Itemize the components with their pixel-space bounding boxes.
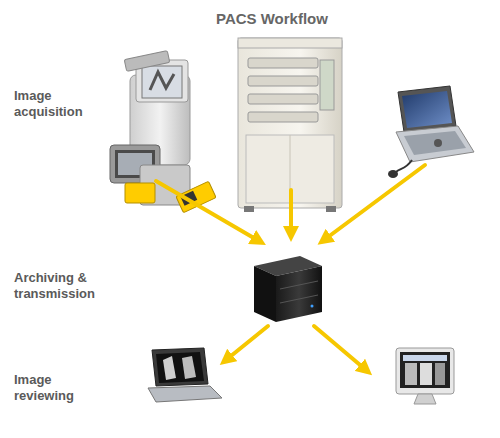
pacs-server-part bbox=[280, 295, 318, 303]
laser-imager-part bbox=[244, 206, 254, 212]
flow-arrows-part bbox=[324, 165, 425, 240]
laser-imager-part bbox=[320, 60, 334, 110]
stage-label: Image acquisition bbox=[14, 88, 106, 121]
review-workstation-part bbox=[400, 352, 450, 388]
stage-label: Archiving & transmission bbox=[14, 270, 106, 303]
review-laptop-part bbox=[148, 386, 222, 402]
flow-arrows-part bbox=[226, 326, 268, 360]
ultrasound-laptop-part bbox=[388, 170, 398, 178]
ultrasound-laptop-part bbox=[434, 139, 442, 147]
review-workstation-part bbox=[405, 363, 417, 385]
laser-imager-part bbox=[326, 206, 336, 212]
laser-imager-part bbox=[238, 38, 342, 208]
cr-reader bbox=[110, 51, 216, 213]
laser-imager-part bbox=[248, 76, 318, 86]
cr-reader-part bbox=[142, 66, 182, 98]
ultrasound-laptop-part bbox=[402, 91, 452, 128]
cr-reader-part bbox=[150, 72, 174, 90]
review-workstation-part bbox=[396, 348, 454, 394]
ultrasound-laptop-part bbox=[398, 86, 456, 132]
flow-arrows-part bbox=[314, 326, 366, 370]
review-laptop-part bbox=[163, 356, 176, 380]
pacs-server-part bbox=[280, 281, 318, 289]
review-workstation-part bbox=[420, 363, 432, 385]
pacs-server-part bbox=[276, 266, 322, 322]
flow-arrows-part bbox=[289, 190, 293, 234]
pacs-server-part bbox=[311, 305, 314, 308]
diagram-title: PACS Workflow bbox=[216, 10, 328, 29]
cr-reader-part bbox=[124, 51, 170, 72]
flow-arrows bbox=[156, 165, 425, 370]
laser-imager-part bbox=[238, 38, 342, 48]
pacs-server bbox=[254, 256, 322, 322]
review-laptop bbox=[148, 348, 222, 402]
stage-label: Image reviewing bbox=[14, 372, 106, 405]
cr-reader-part bbox=[125, 183, 155, 203]
ultrasound-laptop-part bbox=[396, 126, 474, 162]
laser-imager-part bbox=[248, 58, 318, 68]
laser-imager bbox=[238, 38, 342, 212]
laser-imager-part bbox=[248, 112, 318, 122]
review-workstation-part bbox=[414, 394, 436, 404]
flow-arrows-part bbox=[156, 181, 259, 241]
review-workstation bbox=[396, 348, 454, 404]
review-laptop-part bbox=[156, 352, 204, 383]
review-laptop-part bbox=[182, 356, 196, 379]
ultrasound-laptop-part bbox=[396, 160, 412, 172]
review-workstation-part bbox=[435, 363, 445, 385]
ultrasound-laptop-part bbox=[404, 131, 466, 155]
ultrasound-laptop bbox=[388, 86, 474, 178]
review-laptop-part bbox=[152, 348, 208, 386]
laser-imager-part bbox=[248, 94, 318, 104]
pacs-server-part bbox=[254, 266, 276, 322]
review-workstation-part bbox=[403, 355, 447, 361]
